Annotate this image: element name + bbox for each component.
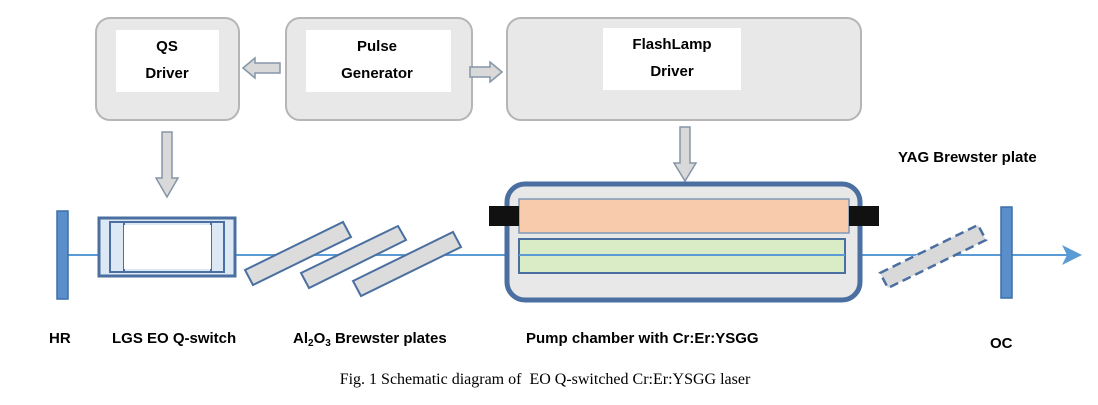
lgs-q-switch [97,216,237,278]
brewster-plate-1 [243,220,353,287]
qs-driver-box: QS Driver [95,17,240,121]
brewster-plate-3 [351,230,463,298]
arrow-pulse-to-qs-icon [241,56,281,80]
arrow-pulse-to-flashlamp-icon [469,60,504,84]
pump-chamber-label: Pump chamber with Cr:Er:YSGG [526,330,759,347]
flash-lamp [518,198,850,234]
yag-brewster-plate-label: YAG Brewster plate [898,149,1037,166]
pulse-generator-box: Pulse Generator [285,17,473,121]
lgs-q-switch-label: LGS EO Q-switch [112,330,236,347]
oc-label: OC [990,335,1013,352]
beam-arrowhead-icon [1062,245,1082,265]
oc-mirror [1000,206,1013,299]
pulse-generator-label-line1: Pulse [357,38,397,55]
al2o3-brewster-plates [243,220,463,298]
arrow-flashlamp-to-chamber-icon [672,126,698,183]
figure-caption: Fig. 1 Schematic diagram of EO Q-switche… [340,371,751,388]
al2o3-brewster-plates-label: Al2O3 Brewster plates [293,330,447,349]
qs-driver-label-line2: Driver [145,65,189,82]
qs-driver-label-line1: QS [156,38,178,55]
pulse-generator-label-line2: Generator [341,65,413,82]
brewster-plate-2 [299,224,408,290]
lamp-end-cap-left [489,206,519,226]
flashlamp-driver-label-line1: FlashLamp [632,36,711,53]
flashlamp-driver-label-line2: Driver [650,63,694,80]
arrow-qs-to-switch-icon [154,131,180,199]
pump-chamber [489,181,879,303]
hr-label: HR [49,330,71,347]
lamp-end-cap-right [849,206,879,226]
hr-mirror [56,210,69,300]
yag-brewster-plate [878,223,988,290]
flashlamp-driver-box: FlashLamp Driver [506,17,862,121]
